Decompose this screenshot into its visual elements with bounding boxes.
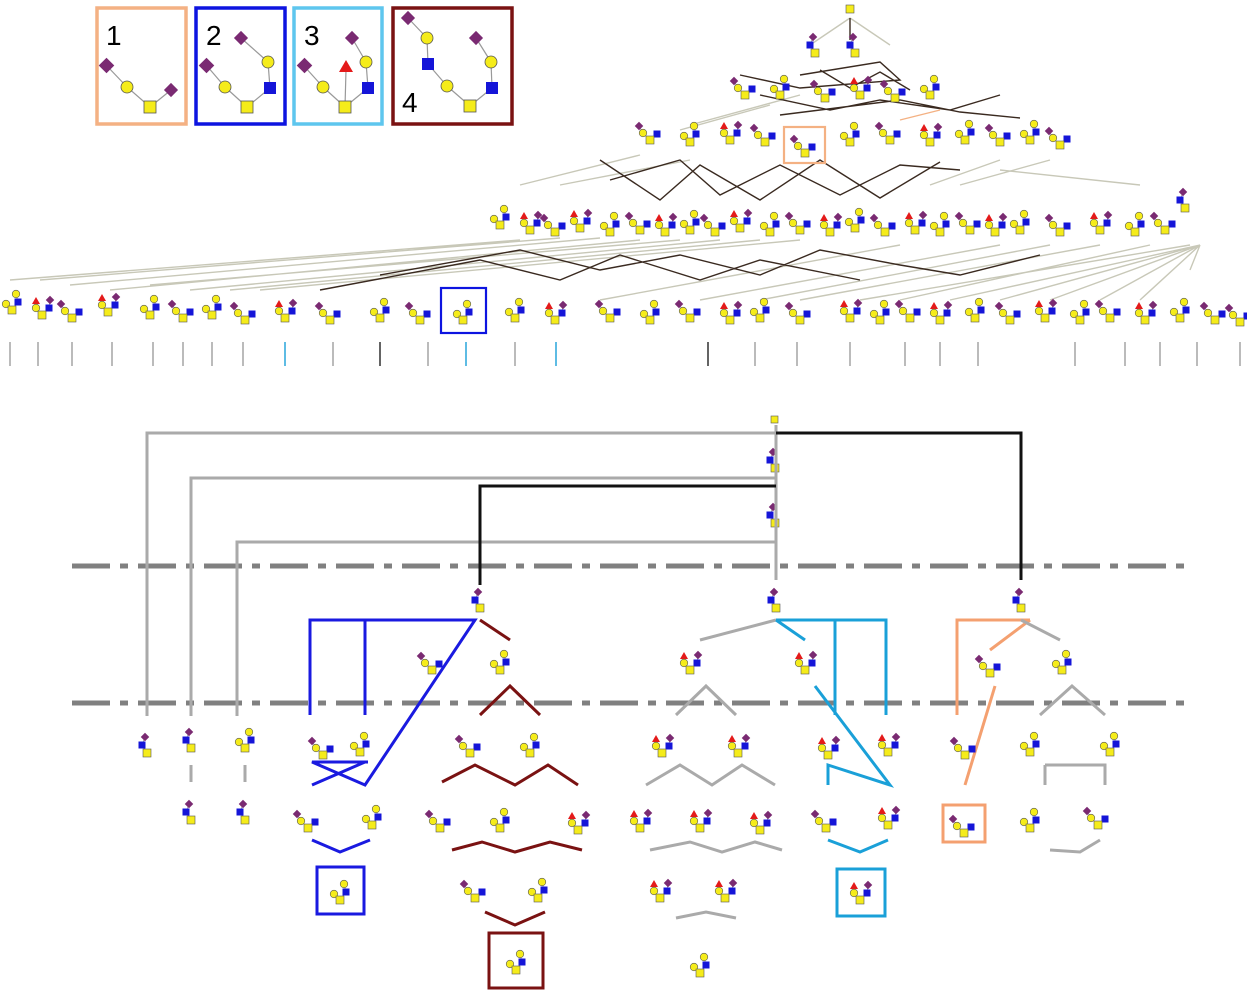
legend-number-2: 2 [206,20,222,51]
highlight-box-1 [782,125,827,165]
pathway-1 [941,588,1120,854]
legend: 1 2 3 [95,6,514,126]
branch-lines-gray [145,431,776,716]
network-edges-light [9,17,1201,301]
branch-lines-black [478,431,1023,585]
legend-number-1: 1 [106,20,122,51]
network-row-3 [635,120,1071,165]
network-row-1 [807,4,860,57]
pathway-4 [417,588,590,990]
glycan-network [2,4,1247,366]
pathway-2 [293,618,478,916]
left-columns [139,728,255,824]
network-row-5 [2,286,1247,335]
legend-box-1: 1 [95,6,188,126]
legend-box-4: 4 [391,6,514,126]
result-box-1 [941,803,987,844]
pathway-tree [72,415,1185,990]
legend-number-4: 4 [402,87,418,118]
pathway-3 [775,618,900,918]
legend-number-3: 3 [304,20,320,51]
highlight-box-2 [439,286,488,335]
result-box-3 [835,867,887,918]
result-box-4 [487,931,545,990]
result-box-2 [315,865,366,916]
pathway-gray [630,588,783,977]
output-arrows [9,342,1241,366]
legend-box-2: 2 [194,6,287,126]
legend-box-3: 3 [292,6,384,126]
root-chain [767,415,780,580]
